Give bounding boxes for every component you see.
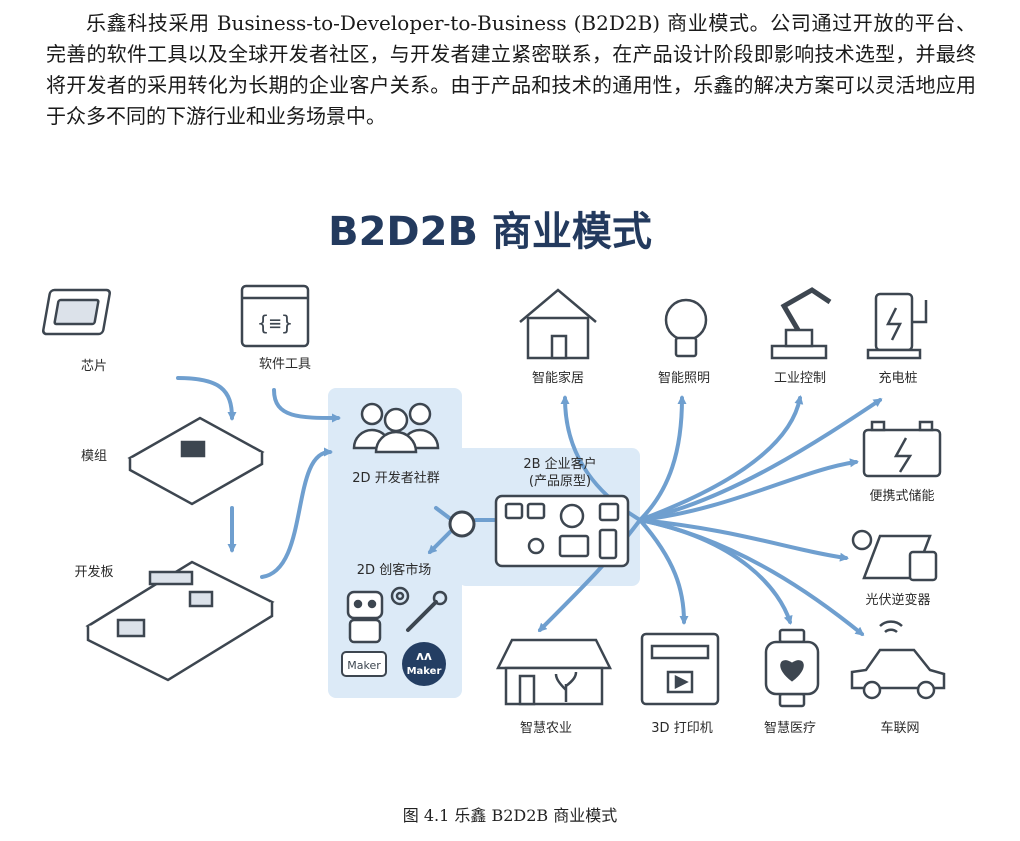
label-pv-inverter: 光伏逆变器 bbox=[865, 592, 930, 608]
svg-text:ʌʌ: ʌʌ bbox=[416, 649, 432, 663]
smart-home-icon bbox=[519, 288, 597, 360]
maker-badge-text-2: Maker bbox=[407, 666, 442, 677]
light-bulb-icon bbox=[664, 298, 708, 358]
chip-icon bbox=[41, 288, 111, 336]
b2d2b-figure: B2D2B 商业模式 芯片 模组 bbox=[0, 190, 1020, 790]
figure-caption: 图 4.1 乐鑫 B2D2B 商业模式 bbox=[402, 806, 618, 825]
body-paragraph: 乐鑫科技采用 Business-to-Developer-to-Business… bbox=[46, 8, 976, 132]
label-smart-agriculture: 智慧农业 bbox=[520, 720, 572, 736]
svg-text:{≡}: {≡} bbox=[257, 311, 293, 335]
figure-canvas: B2D2B 商业模式 芯片 模组 bbox=[41, 209, 946, 736]
label-module: 模组 bbox=[81, 449, 107, 464]
smartwatch-icon bbox=[764, 628, 820, 708]
label-community: 2D 开发者社群 bbox=[352, 470, 439, 486]
label-3d-printer: 3D 打印机 bbox=[651, 721, 712, 736]
prototype-board-icon bbox=[494, 494, 630, 568]
label-portable-storage: 便携式储能 bbox=[869, 488, 934, 504]
label-industrial-control: 工业控制 bbox=[774, 371, 826, 386]
module-icon bbox=[127, 416, 265, 506]
figure-title: B2D2B 商业模式 bbox=[328, 209, 652, 255]
printer-3d-icon bbox=[640, 632, 720, 706]
hub-circle-icon bbox=[448, 510, 476, 538]
developer-group-icon bbox=[352, 402, 440, 454]
label-software: 软件工具 bbox=[259, 357, 311, 372]
label-devboard: 开发板 bbox=[74, 564, 113, 580]
charging-pile-icon bbox=[866, 292, 928, 360]
car-icon bbox=[850, 620, 946, 700]
label-enterprise-2: (产品原型) bbox=[529, 474, 591, 489]
maker-badge-right: ʌʌ Maker bbox=[402, 642, 446, 686]
robot-icon bbox=[346, 590, 384, 644]
label-smart-home: 智能家居 bbox=[532, 370, 584, 386]
robot-arm-icon bbox=[770, 287, 832, 360]
wrench-icon bbox=[406, 590, 448, 632]
label-maker-market: 2D 创客市场 bbox=[357, 562, 431, 578]
maker-badge-left: Maker bbox=[341, 651, 387, 677]
label-smart-lighting: 智能照明 bbox=[658, 371, 710, 386]
gear-icon bbox=[390, 586, 410, 606]
label-iov: 车联网 bbox=[880, 720, 919, 736]
label-charging-pile: 充电桩 bbox=[878, 370, 917, 386]
devboard-icon bbox=[85, 560, 275, 682]
solar-panel-icon bbox=[851, 529, 938, 582]
label-enterprise-1: 2B 企业客户 bbox=[523, 456, 596, 472]
code-window-icon: {≡} bbox=[240, 284, 310, 348]
label-smart-medical: 智慧医疗 bbox=[764, 720, 816, 736]
farm-shop-icon bbox=[495, 638, 613, 706]
battery-icon bbox=[862, 420, 942, 478]
paragraph-text: 乐鑫科技采用 Business-to-Developer-to-Business… bbox=[46, 11, 976, 128]
maker-badge-text: Maker bbox=[347, 659, 381, 672]
label-chip: 芯片 bbox=[81, 359, 107, 374]
